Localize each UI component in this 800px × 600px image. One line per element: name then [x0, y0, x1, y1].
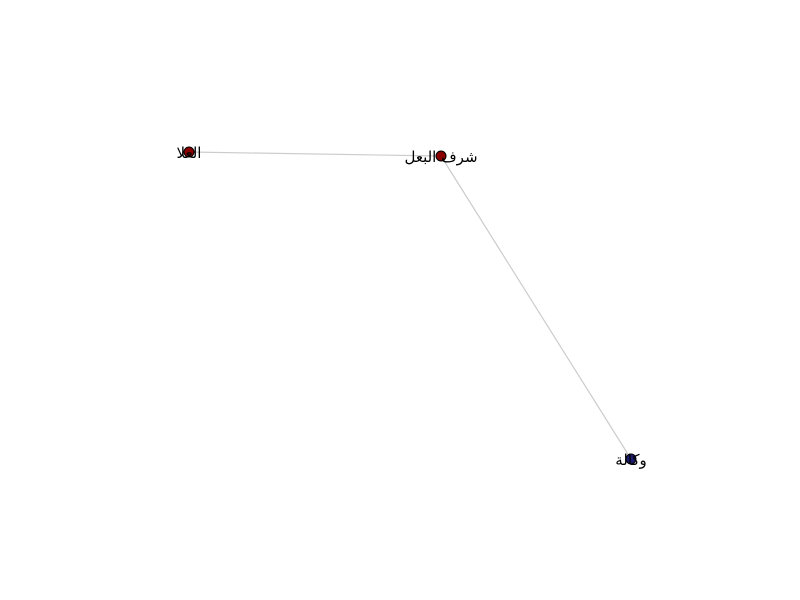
node-sharaf-albaal — [435, 150, 447, 162]
node-layer — [183, 146, 637, 465]
edge-layer — [188, 151, 632, 460]
node-alula — [183, 146, 195, 158]
node-wakala — [625, 453, 637, 465]
node-label-wakala: وكالة — [615, 451, 647, 469]
edge-sharaf-wakala — [440, 155, 632, 460]
node-label-sharaf-albaal: شرف البعل — [404, 148, 477, 166]
edge-alula-sharaf — [188, 151, 442, 157]
node-label-alula: العلا — [177, 144, 202, 162]
label-layer: العلا شرف البعل وكالة — [177, 144, 647, 469]
